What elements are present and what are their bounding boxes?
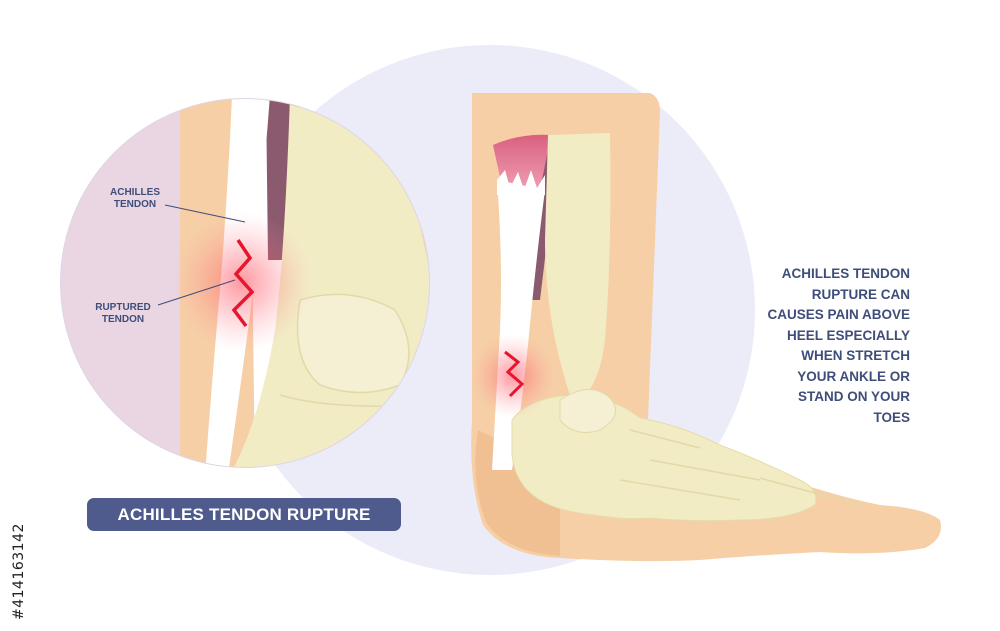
ruptured-tendon-label: RUPTURED TENDON xyxy=(95,302,151,325)
zoom-circle xyxy=(60,98,430,468)
stock-id-text: #414163142 xyxy=(11,523,27,620)
foot-illustration xyxy=(471,93,941,562)
achilles-tendon-label: ACHILLES TENDON xyxy=(110,187,160,210)
description-text: ACHILLES TENDON RUPTURE CAN CAUSES PAIN … xyxy=(767,266,910,425)
achilles-pointer xyxy=(164,204,246,223)
ruptured-pointer xyxy=(157,279,236,306)
title-banner: ACHILLES TENDON RUPTURE xyxy=(87,498,401,531)
